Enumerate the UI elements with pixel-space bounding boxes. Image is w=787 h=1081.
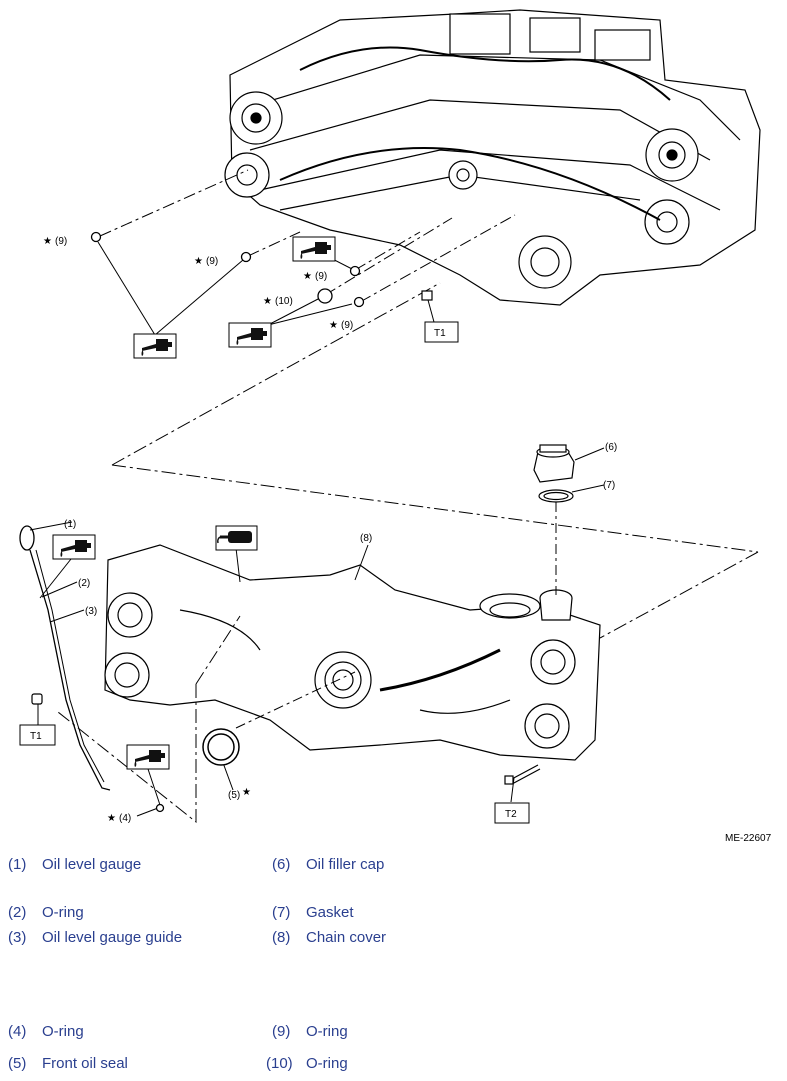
legend-label: O-ring — [306, 1023, 348, 1040]
oil-can-icon — [133, 333, 177, 359]
star-icon: ★ — [107, 813, 116, 824]
engine-block-upper — [224, 9, 761, 306]
callout-3: (3) — [85, 606, 97, 617]
star-icon: ★ — [43, 236, 52, 247]
callout-9d: (9) — [341, 320, 353, 331]
callout-8: (8) — [360, 533, 372, 544]
front-oil-seal-drawing — [202, 728, 240, 766]
sealant-bottle-icon — [215, 525, 258, 551]
legend-label: Oil level gauge — [42, 856, 142, 873]
oil-can-icon — [292, 236, 336, 262]
star-icon: ★ — [263, 296, 272, 307]
legend-number: (6) — [272, 856, 291, 873]
legend-item-1: (1) Oil level gauge — [8, 856, 141, 873]
legend-label: O-ring — [42, 904, 84, 921]
oil-can-icon — [52, 534, 96, 560]
legend-item-3: (3) Oil level gauge guide — [8, 929, 182, 946]
oil-level-gauge-drawing — [19, 525, 111, 791]
figure-code: ME-22607 — [725, 833, 772, 844]
callout-1: (1) — [64, 519, 76, 530]
legend-number: (10) — [266, 1055, 293, 1072]
legend-label: Front oil seal — [42, 1055, 128, 1072]
legend-item-5: (5) Front oil seal — [8, 1055, 128, 1072]
callout-9c: (9) — [315, 271, 327, 282]
legend-number: (9) — [272, 1023, 291, 1040]
torque-tag-t1-upper: T1 — [434, 328, 446, 339]
callout-9a: (9) — [55, 236, 67, 247]
legend-label: Oil level gauge guide — [42, 929, 183, 946]
legend-number: (1) — [8, 856, 27, 873]
legend-label: O-ring — [42, 1023, 84, 1040]
legend-number: (8) — [272, 929, 291, 946]
oil-can-icon — [126, 744, 170, 770]
o-ring-markers — [90, 231, 365, 813]
legend-number: (5) — [8, 1055, 27, 1072]
legend-number: (7) — [272, 904, 291, 921]
oil-can-icon — [228, 322, 272, 348]
star-icon: ★ — [329, 320, 338, 331]
oil-filler-cap-drawing — [533, 444, 575, 503]
legend-item-7: (7) Gasket — [272, 904, 354, 921]
callout-10: (10) — [275, 296, 293, 307]
exploded-diagram: ★ (9) ★ (9) ★ (9) ★ (10) ★ (9) (1) (2) (… — [19, 9, 772, 844]
callout-7: (7) — [603, 480, 615, 491]
legend-number: (4) — [8, 1023, 27, 1040]
callout-4: (4) — [119, 813, 131, 824]
callout-6: (6) — [605, 442, 617, 453]
legend-number: (2) — [8, 904, 27, 921]
legend-item-6: (6) Oil filler cap — [272, 856, 384, 873]
legend-label: Chain cover — [306, 929, 387, 946]
legend-item-9: (9) O-ring — [272, 1023, 348, 1040]
legend-number: (3) — [8, 929, 27, 946]
chain-cover-drawing — [104, 544, 601, 761]
callout-9b: (9) — [206, 256, 218, 267]
star-icon: ★ — [242, 787, 251, 798]
legend-item-4: (4) O-ring — [8, 1023, 84, 1040]
star-icon: ★ — [194, 256, 203, 267]
legend-label: O-ring — [306, 1055, 348, 1072]
legend-item-10: (10) O-ring — [266, 1055, 348, 1072]
bolt-drawings — [31, 290, 541, 785]
star-icon: ★ — [303, 271, 312, 282]
legend-label: Oil filler cap — [306, 856, 385, 873]
legend-item-8: (8) Chain cover — [272, 929, 386, 946]
torque-tag-t1-lower: T1 — [30, 731, 42, 742]
legend-item-2: (2) O-ring — [8, 904, 84, 921]
torque-tag-t2: T2 — [505, 809, 517, 820]
torque-tag-boxes — [19, 321, 530, 824]
callout-2: (2) — [78, 578, 90, 589]
legend-label: Gasket — [306, 904, 354, 921]
leader-lines — [29, 169, 759, 824]
callout-5: (5) — [228, 790, 240, 801]
